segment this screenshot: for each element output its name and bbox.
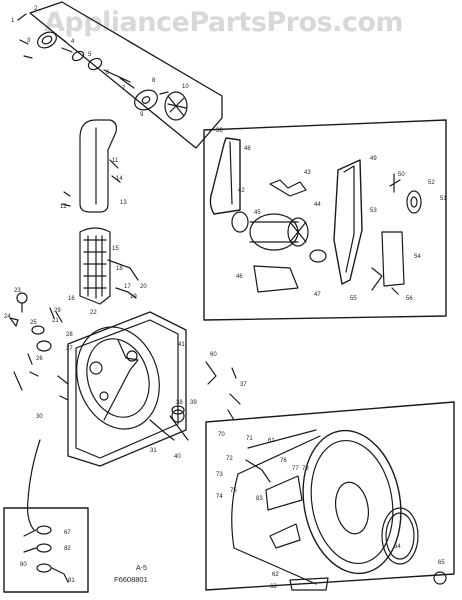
front-bulkhead — [27, 311, 187, 531]
callout-72: 72 — [226, 456, 233, 462]
callout-13: 13 — [120, 200, 127, 206]
inset-detail-box — [3, 507, 89, 593]
callout-63: 63 — [270, 584, 277, 590]
callout-38: 38 — [176, 400, 183, 406]
callout-31: 31 — [150, 448, 157, 454]
callout-83: 83 — [256, 496, 263, 502]
callout-44: 44 — [314, 202, 321, 208]
callout-14: 14 — [116, 176, 123, 182]
callout-37: 37 — [240, 382, 247, 388]
callout-47: 47 — [314, 292, 321, 298]
callout-60: 60 — [210, 352, 217, 358]
page-number: A-5 — [136, 565, 147, 572]
callout-30: 30 — [36, 414, 43, 420]
callout-75: 75 — [230, 488, 237, 494]
callout-1: 1 — [11, 18, 15, 24]
callout-36: 36 — [216, 128, 223, 134]
callout-55: 55 — [350, 296, 357, 302]
callout-12: 12 — [60, 204, 67, 210]
callout-8: 8 — [152, 78, 156, 84]
callout-73: 73 — [216, 472, 223, 478]
drawing-code: F6608801 — [114, 575, 148, 584]
motor-drive-box — [203, 119, 447, 321]
callout-28: 28 — [66, 332, 73, 338]
callout-24: 24 — [4, 314, 11, 320]
callout-56: 56 — [406, 296, 413, 302]
callout-41: 41 — [178, 342, 185, 348]
callout-2: 2 — [34, 6, 38, 12]
callout-19: 19 — [130, 294, 137, 300]
callout-3: 3 — [27, 38, 31, 44]
callout-25: 25 — [30, 320, 37, 326]
callout-77: 77 — [292, 466, 299, 472]
callout-74: 74 — [216, 494, 223, 500]
callout-82: 82 — [64, 546, 71, 552]
callout-20: 20 — [140, 284, 147, 290]
callout-10: 10 — [182, 84, 189, 90]
callout-62: 62 — [272, 572, 279, 578]
callout-48: 48 — [244, 146, 251, 152]
callout-40: 40 — [174, 454, 181, 460]
callout-76: 76 — [280, 458, 287, 464]
callout-43: 43 — [304, 170, 311, 176]
callout-54: 54 — [414, 254, 421, 260]
callout-46: 46 — [236, 274, 243, 280]
callout-65: 65 — [438, 560, 445, 566]
callout-50: 50 — [398, 172, 405, 178]
callout-64: 64 — [394, 544, 401, 550]
callout-39: 39 — [190, 400, 197, 406]
center-small-parts — [169, 361, 241, 441]
callout-78: 78 — [302, 466, 309, 472]
callout-80: 80 — [20, 562, 27, 568]
callout-7: 7 — [122, 86, 126, 92]
callout-15: 15 — [112, 246, 119, 252]
top-bearing-group — [17, 1, 223, 149]
left-small-parts — [9, 292, 63, 391]
exhaust-duct — [61, 119, 121, 213]
callout-22: 22 — [90, 310, 97, 316]
callout-52: 52 — [428, 180, 435, 186]
callout-6: 6 — [106, 70, 110, 76]
callout-29: 29 — [54, 308, 61, 314]
callout-23: 23 — [14, 288, 21, 294]
callout-9: 9 — [140, 112, 144, 118]
callout-4: 4 — [71, 39, 75, 45]
callout-18: 18 — [116, 266, 123, 272]
watermark: AppliancePartsPros.com — [44, 7, 404, 38]
callout-51: 51 — [440, 196, 447, 202]
drum-box — [205, 401, 455, 591]
callout-53: 53 — [370, 208, 377, 214]
callout-81: 81 — [68, 578, 75, 584]
callout-labels: 1 2 3 4 5 6 7 8 9 10 11 12 13 14 15 16 1… — [4, 6, 447, 590]
callout-70: 70 — [218, 432, 225, 438]
callout-71: 71 — [246, 436, 253, 442]
callout-21: 21 — [52, 318, 59, 324]
callout-26: 26 — [36, 356, 43, 362]
callout-67: 67 — [64, 530, 71, 536]
callout-17: 17 — [124, 284, 131, 290]
lint-filter — [79, 227, 139, 305]
callout-61: 61 — [268, 438, 275, 444]
callout-42: 42 — [238, 188, 245, 194]
callout-11: 11 — [112, 158, 119, 164]
callout-16: 16 — [68, 296, 75, 302]
callout-45: 45 — [254, 210, 261, 216]
callout-5: 5 — [88, 52, 92, 58]
callout-27: 27 — [66, 346, 73, 352]
callout-49: 49 — [370, 156, 377, 162]
